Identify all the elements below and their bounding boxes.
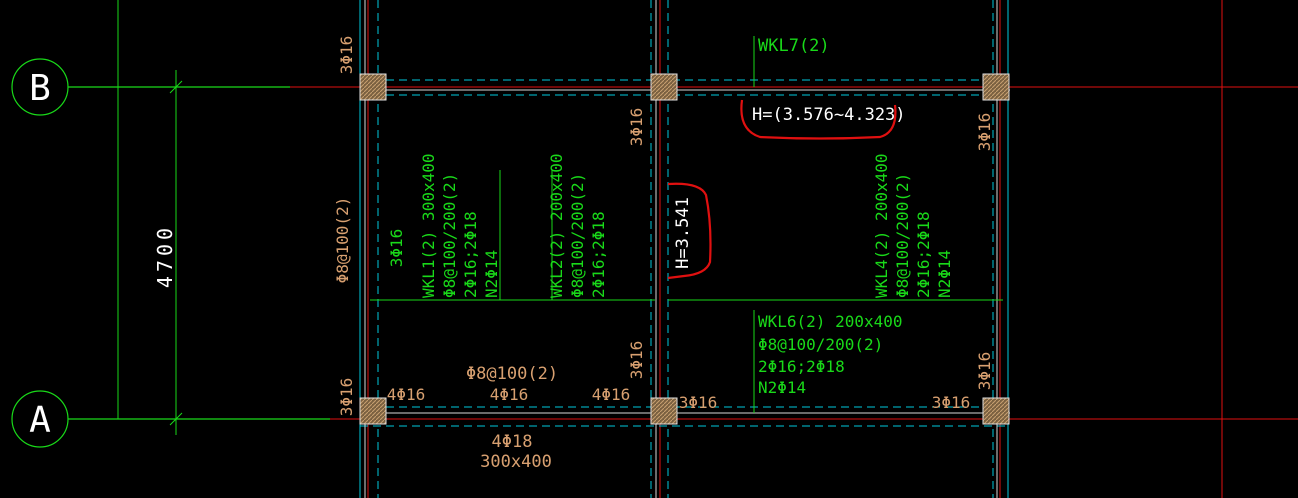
wkl4-line-1: WKL4(2) 200x400	[872, 154, 891, 299]
label-col-a1: 3Φ16	[337, 378, 356, 417]
wkl1-line-2: Φ8@100/200(2)	[440, 173, 459, 298]
label-wkl7: WKL7(2)	[758, 36, 830, 56]
axis-label-b: B	[29, 68, 51, 109]
leader-lines	[370, 36, 1003, 413]
label-wkl1-top: 3Φ16	[387, 229, 406, 268]
wkl2-line-2: Φ8@100/200(2)	[568, 173, 587, 298]
column-a1[interactable]	[359, 397, 387, 425]
column-b3[interactable]	[982, 73, 1010, 101]
wkl6-line-2: Φ8@100/200(2)	[758, 335, 883, 354]
label-group-wkl4: WKL4(2) 200x400 Φ8@100/200(2) 2Φ16;2Φ18 …	[872, 154, 954, 299]
markup-clouds	[667, 99, 897, 280]
label-a-right-3: 3Φ16	[932, 393, 971, 412]
label-stirrup-left: Φ8@100(2)	[333, 197, 352, 284]
wkl6-line-1: WKL6(2) 200x400	[758, 312, 903, 331]
label-group-wkl1: WKL1(2) 300x400 Φ8@100/200(2) 2Φ16;2Φ18 …	[419, 154, 501, 299]
label-height-2: H=3.541	[673, 197, 693, 269]
column-b1[interactable]	[359, 73, 387, 101]
wkl2-line-1: WKL2(2) 200x400	[547, 154, 566, 299]
label-bottom-mid-4: 4Φ16	[490, 385, 529, 404]
label-col-a2: 3Φ16	[627, 341, 646, 380]
column-a3[interactable]	[982, 397, 1010, 425]
label-col-a3: 3Φ16	[975, 352, 994, 391]
label-col-b3: 3Φ16	[975, 113, 994, 152]
label-group-wkl2: WKL2(2) 200x400 Φ8@100/200(2) 2Φ16;2Φ18	[547, 154, 608, 299]
column-b2[interactable]	[650, 73, 678, 101]
wkl6-line-4: N2Φ14	[758, 378, 806, 397]
wkl4-line-4: N2Φ14	[935, 250, 954, 298]
label-group-wkl6: WKL6(2) 200x400 Φ8@100/200(2) 2Φ16;2Φ18 …	[758, 312, 903, 397]
wkl1-line-3: 2Φ16;2Φ18	[461, 211, 480, 298]
label-bottom-right-4: 4Φ16	[592, 385, 631, 404]
wkl1-line-1: WKL1(2) 300x400	[419, 154, 438, 299]
label-height-1: H=(3.576~4.323)	[752, 105, 906, 125]
column-a2[interactable]	[650, 397, 678, 425]
wkl4-line-3: 2Φ16;2Φ18	[914, 211, 933, 298]
dimension-lines	[110, 0, 184, 435]
columns	[359, 73, 1010, 425]
wkl4-line-2: Φ8@100/200(2)	[893, 173, 912, 298]
label-bottom-size: 300x400	[480, 452, 552, 472]
axis-label-a: A	[29, 400, 51, 441]
label-bottom-stirrup: Φ8@100(2)	[466, 364, 558, 384]
label-col-b2: 3Φ16	[627, 108, 646, 147]
dimension-4700: 4700	[153, 224, 177, 288]
annotations: 3Φ16 3Φ16 3Φ16 3Φ16 3Φ16 3Φ16 Φ8@100(2) …	[333, 36, 994, 472]
wkl6-line-3: 2Φ16;2Φ18	[758, 357, 845, 376]
wkl1-line-4: N2Φ14	[482, 250, 501, 298]
wkl2-line-3: 2Φ16;2Φ18	[589, 211, 608, 298]
label-bottom-left-4: 4Φ16	[387, 385, 426, 404]
label-a-mid-3: 3Φ16	[679, 393, 718, 412]
label-bottom-4phi18: 4Φ18	[492, 432, 533, 452]
label-col-b1: 3Φ16	[337, 36, 356, 75]
